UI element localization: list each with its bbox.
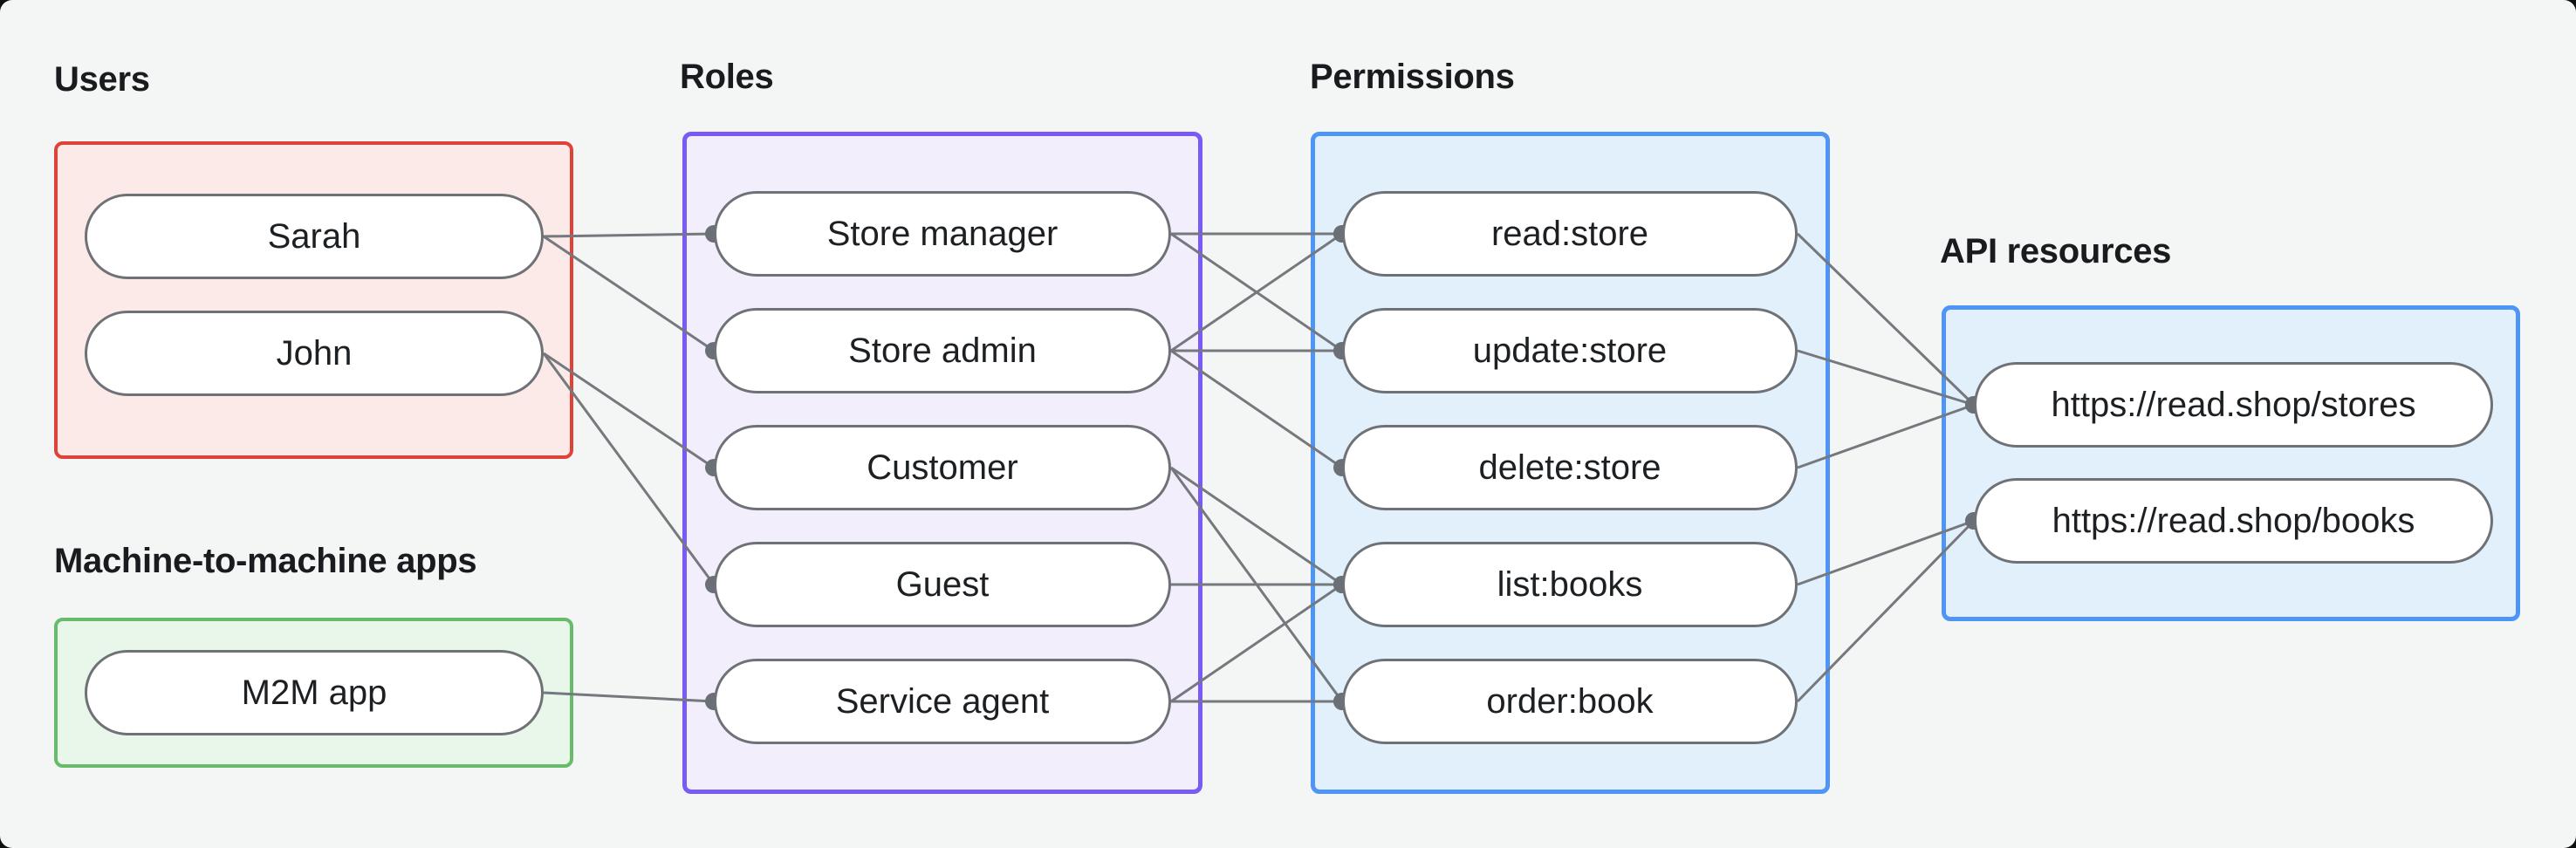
node-service_agent: Service agent [714, 659, 1171, 744]
node-john: John [85, 311, 544, 396]
node-m2m_app: M2M app [85, 650, 544, 735]
api-resources-group-label: API resources [1940, 232, 2172, 270]
node-update_store: update:store [1342, 308, 1798, 393]
node-list_books: list:books [1342, 542, 1798, 627]
users-group-label: Users [54, 60, 150, 99]
node-customer: Customer [714, 425, 1171, 510]
api-resources-group-box [1942, 305, 2520, 621]
node-stores_resource: https://read.shop/stores [1974, 362, 2493, 448]
node-store_admin: Store admin [714, 308, 1171, 393]
node-books_resource: https://read.shop/books [1974, 478, 2493, 564]
node-read_store: read:store [1342, 191, 1798, 277]
permissions-group-label: Permissions [1310, 58, 1515, 96]
node-delete_store: delete:store [1342, 425, 1798, 510]
node-guest: Guest [714, 542, 1171, 627]
node-order_book: order:book [1342, 659, 1798, 744]
node-store_manager: Store manager [714, 191, 1171, 277]
roles-group-label: Roles [680, 58, 774, 96]
node-sarah: Sarah [85, 194, 544, 279]
users-group-box [54, 141, 573, 459]
m2m-group-label: Machine-to-machine apps [54, 542, 477, 580]
